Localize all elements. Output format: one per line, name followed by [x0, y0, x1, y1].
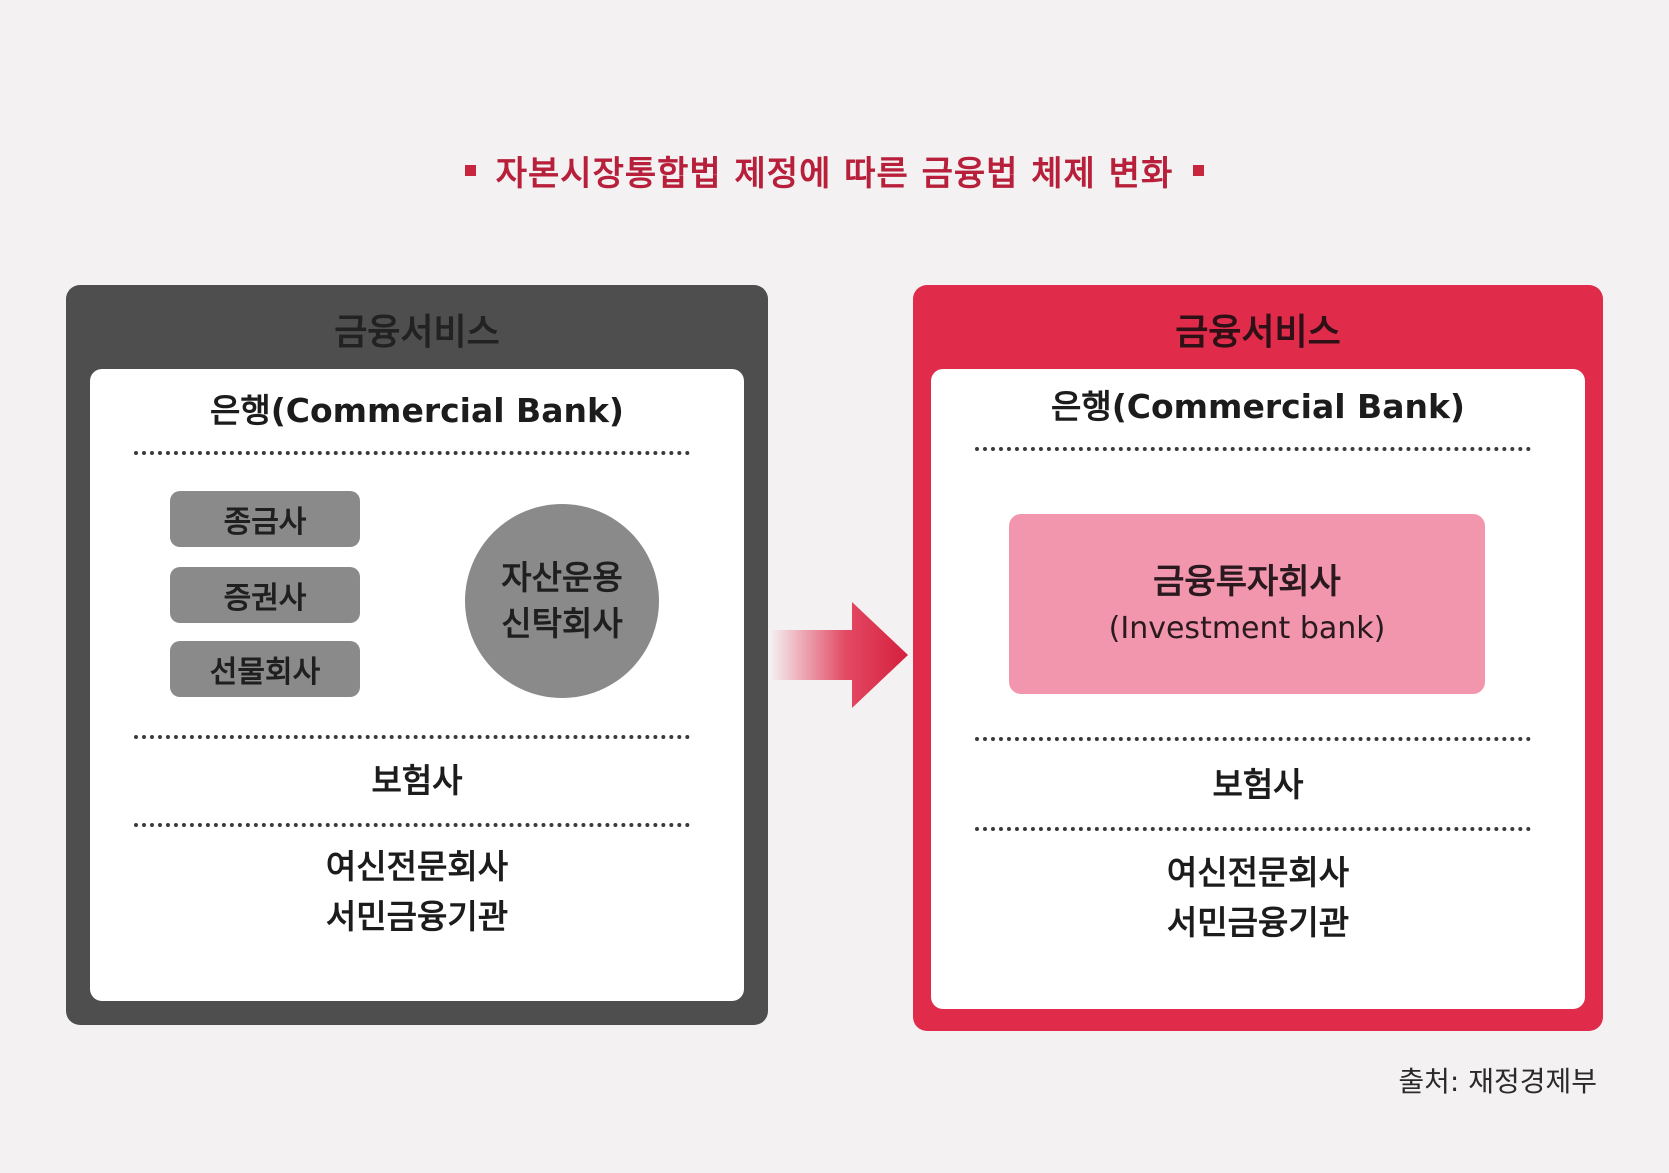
before-panel: 금융서비스 은행(Commercial Bank) 종금사 증권사 선물회사 자…: [66, 285, 768, 1025]
before-bank-label: 은행(Commercial Bank): [209, 391, 624, 430]
pill-futures-company: 선물회사: [170, 641, 360, 697]
diagram-title: 자본시장통합법 제정에 따른 금융법 체제 변화: [0, 140, 1669, 200]
before-panel-header: 금융서비스: [334, 312, 500, 353]
before-divider-1: [134, 451, 690, 455]
before-credit-line-2: 서민금융기관: [325, 897, 509, 936]
circle-line-1: 자산운용: [501, 558, 623, 597]
before-divider-3: [134, 823, 690, 827]
after-credit-line-2: 서민금융기관: [1166, 903, 1350, 942]
after-panel-body: 은행(Commercial Bank) 금융투자회사 (Investment b…: [931, 369, 1585, 1009]
title-bullet-left-icon: [464, 164, 476, 176]
pill-jonggeumsa: 종금사: [170, 491, 360, 547]
before-divider-2: [134, 735, 690, 739]
after-divider-3: [975, 827, 1531, 831]
after-credit-line-1: 여신전문회사: [1166, 853, 1350, 892]
right-arrow-icon: [770, 602, 908, 708]
after-panel: 금융서비스 은행(Commercial Bank) 금융투자회사 (Invest…: [913, 285, 1603, 1031]
after-bank-label: 은행(Commercial Bank): [1050, 387, 1465, 426]
source-caption: 출처: 재정경제부: [1398, 1065, 1597, 1098]
circle-line-2: 신탁회사: [501, 604, 623, 643]
title-bullet-right-icon: [1193, 164, 1205, 176]
before-credit-line-1: 여신전문회사: [325, 847, 509, 886]
after-panel-header: 금융서비스: [1175, 312, 1341, 353]
investment-bank-box: 금융투자회사 (Investment bank): [1009, 514, 1485, 694]
title-text: 자본시장통합법 제정에 따른 금융법 체제 변화: [495, 153, 1174, 194]
before-panel-body: 은행(Commercial Bank) 종금사 증권사 선물회사 자산운용 신탁…: [90, 369, 744, 1001]
investment-bank-title: 금융투자회사: [1153, 562, 1341, 602]
after-divider-2: [975, 737, 1531, 741]
after-insurance-label: 보험사: [1212, 765, 1304, 804]
pill-jeungkwonsa: 증권사: [170, 567, 360, 623]
after-divider-1: [975, 447, 1531, 451]
asset-management-circle: 자산운용 신탁회사: [465, 504, 659, 698]
before-insurance-label: 보험사: [371, 761, 463, 800]
investment-bank-subtitle: (Investment bank): [1108, 611, 1386, 646]
